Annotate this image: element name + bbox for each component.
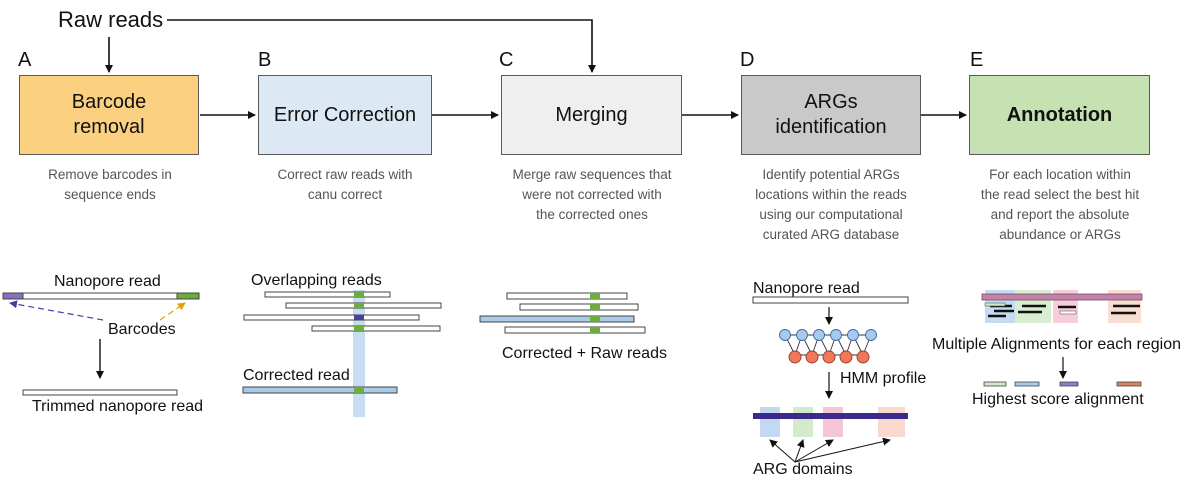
step-c-box: Merging <box>501 75 682 155</box>
panel-e-graphics <box>981 290 1143 387</box>
step-a-letter: A <box>18 49 32 71</box>
panel-a-trimmed-label: Trimmed nanopore read <box>32 398 204 415</box>
step-e-box: Annotation <box>969 75 1150 155</box>
panel-b-corrected-label: Corrected read <box>243 367 350 384</box>
panel-e-highest-label: Highest score alignment <box>972 391 1144 408</box>
step-a-desc: Remove barcodes in sequence ends <box>48 167 172 202</box>
trimmed-read-bar <box>22 389 178 396</box>
step-b-title: Error Correction <box>273 103 417 126</box>
step-d-letter: D <box>740 49 755 71</box>
panel-c-corrected-raw-label: Corrected + Raw reads <box>502 345 667 362</box>
step-c-title: Merging <box>555 103 628 126</box>
step-d-box: ARGs identification <box>741 75 921 155</box>
step-e-desc: For each location within the read select… <box>980 167 1140 242</box>
step-a-title: Barcode removal <box>71 91 147 138</box>
domain-arrows <box>769 437 891 463</box>
step-e-title: Annotation <box>1006 103 1113 126</box>
panel-d-graphics <box>752 296 909 463</box>
best-hit-1 <box>983 381 1007 387</box>
step-d-title: ARGs identification <box>775 91 887 138</box>
best-hit-3 <box>1059 381 1079 387</box>
barcode-left <box>2 292 24 300</box>
step-b-desc: Correct raw reads with canu correct <box>277 167 413 202</box>
step-b-box: Error Correction <box>258 75 432 155</box>
step-e-letter: E <box>970 49 984 71</box>
read-bar-e <box>981 293 1143 301</box>
nanopore-read-bar-d <box>752 296 909 304</box>
panel-a-nanopore-label: Nanopore read <box>54 273 161 290</box>
corrected-read-bar <box>242 386 398 394</box>
step-a-box: Barcode removal <box>19 75 199 155</box>
step-b-letter: B <box>258 49 272 71</box>
panel-d-hmm-label: HMM profile <box>840 370 927 387</box>
step-c-desc: Merge raw sequences that were not correc… <box>512 167 672 222</box>
best-hit-4 <box>1116 381 1142 387</box>
panel-a-graphics <box>2 292 200 396</box>
step-d-desc: Identify potential ARGs locations within… <box>755 167 907 242</box>
step-c-letter: C <box>499 49 514 71</box>
panel-b-graphics <box>242 290 442 417</box>
panel-d-domains-label: ARG domains <box>753 461 853 478</box>
panel-e-multiple-label: Multiple Alignments for each region <box>932 336 1182 353</box>
panel-c-graphics <box>479 292 646 334</box>
hmm-match-states <box>779 329 877 341</box>
panel-d-nanopore-label: Nanopore read <box>753 280 860 297</box>
hmm-insert-states <box>788 350 870 364</box>
panel-a-barcodes-label: Barcodes <box>108 321 176 338</box>
arg-read-bar <box>753 413 908 419</box>
panel-b-overlapping-label: Overlapping reads <box>251 272 382 289</box>
barcode-right <box>176 292 200 300</box>
best-hit-2 <box>1014 381 1040 387</box>
raw-reads-label: Raw reads <box>58 7 164 32</box>
top-arrows <box>105 19 967 119</box>
